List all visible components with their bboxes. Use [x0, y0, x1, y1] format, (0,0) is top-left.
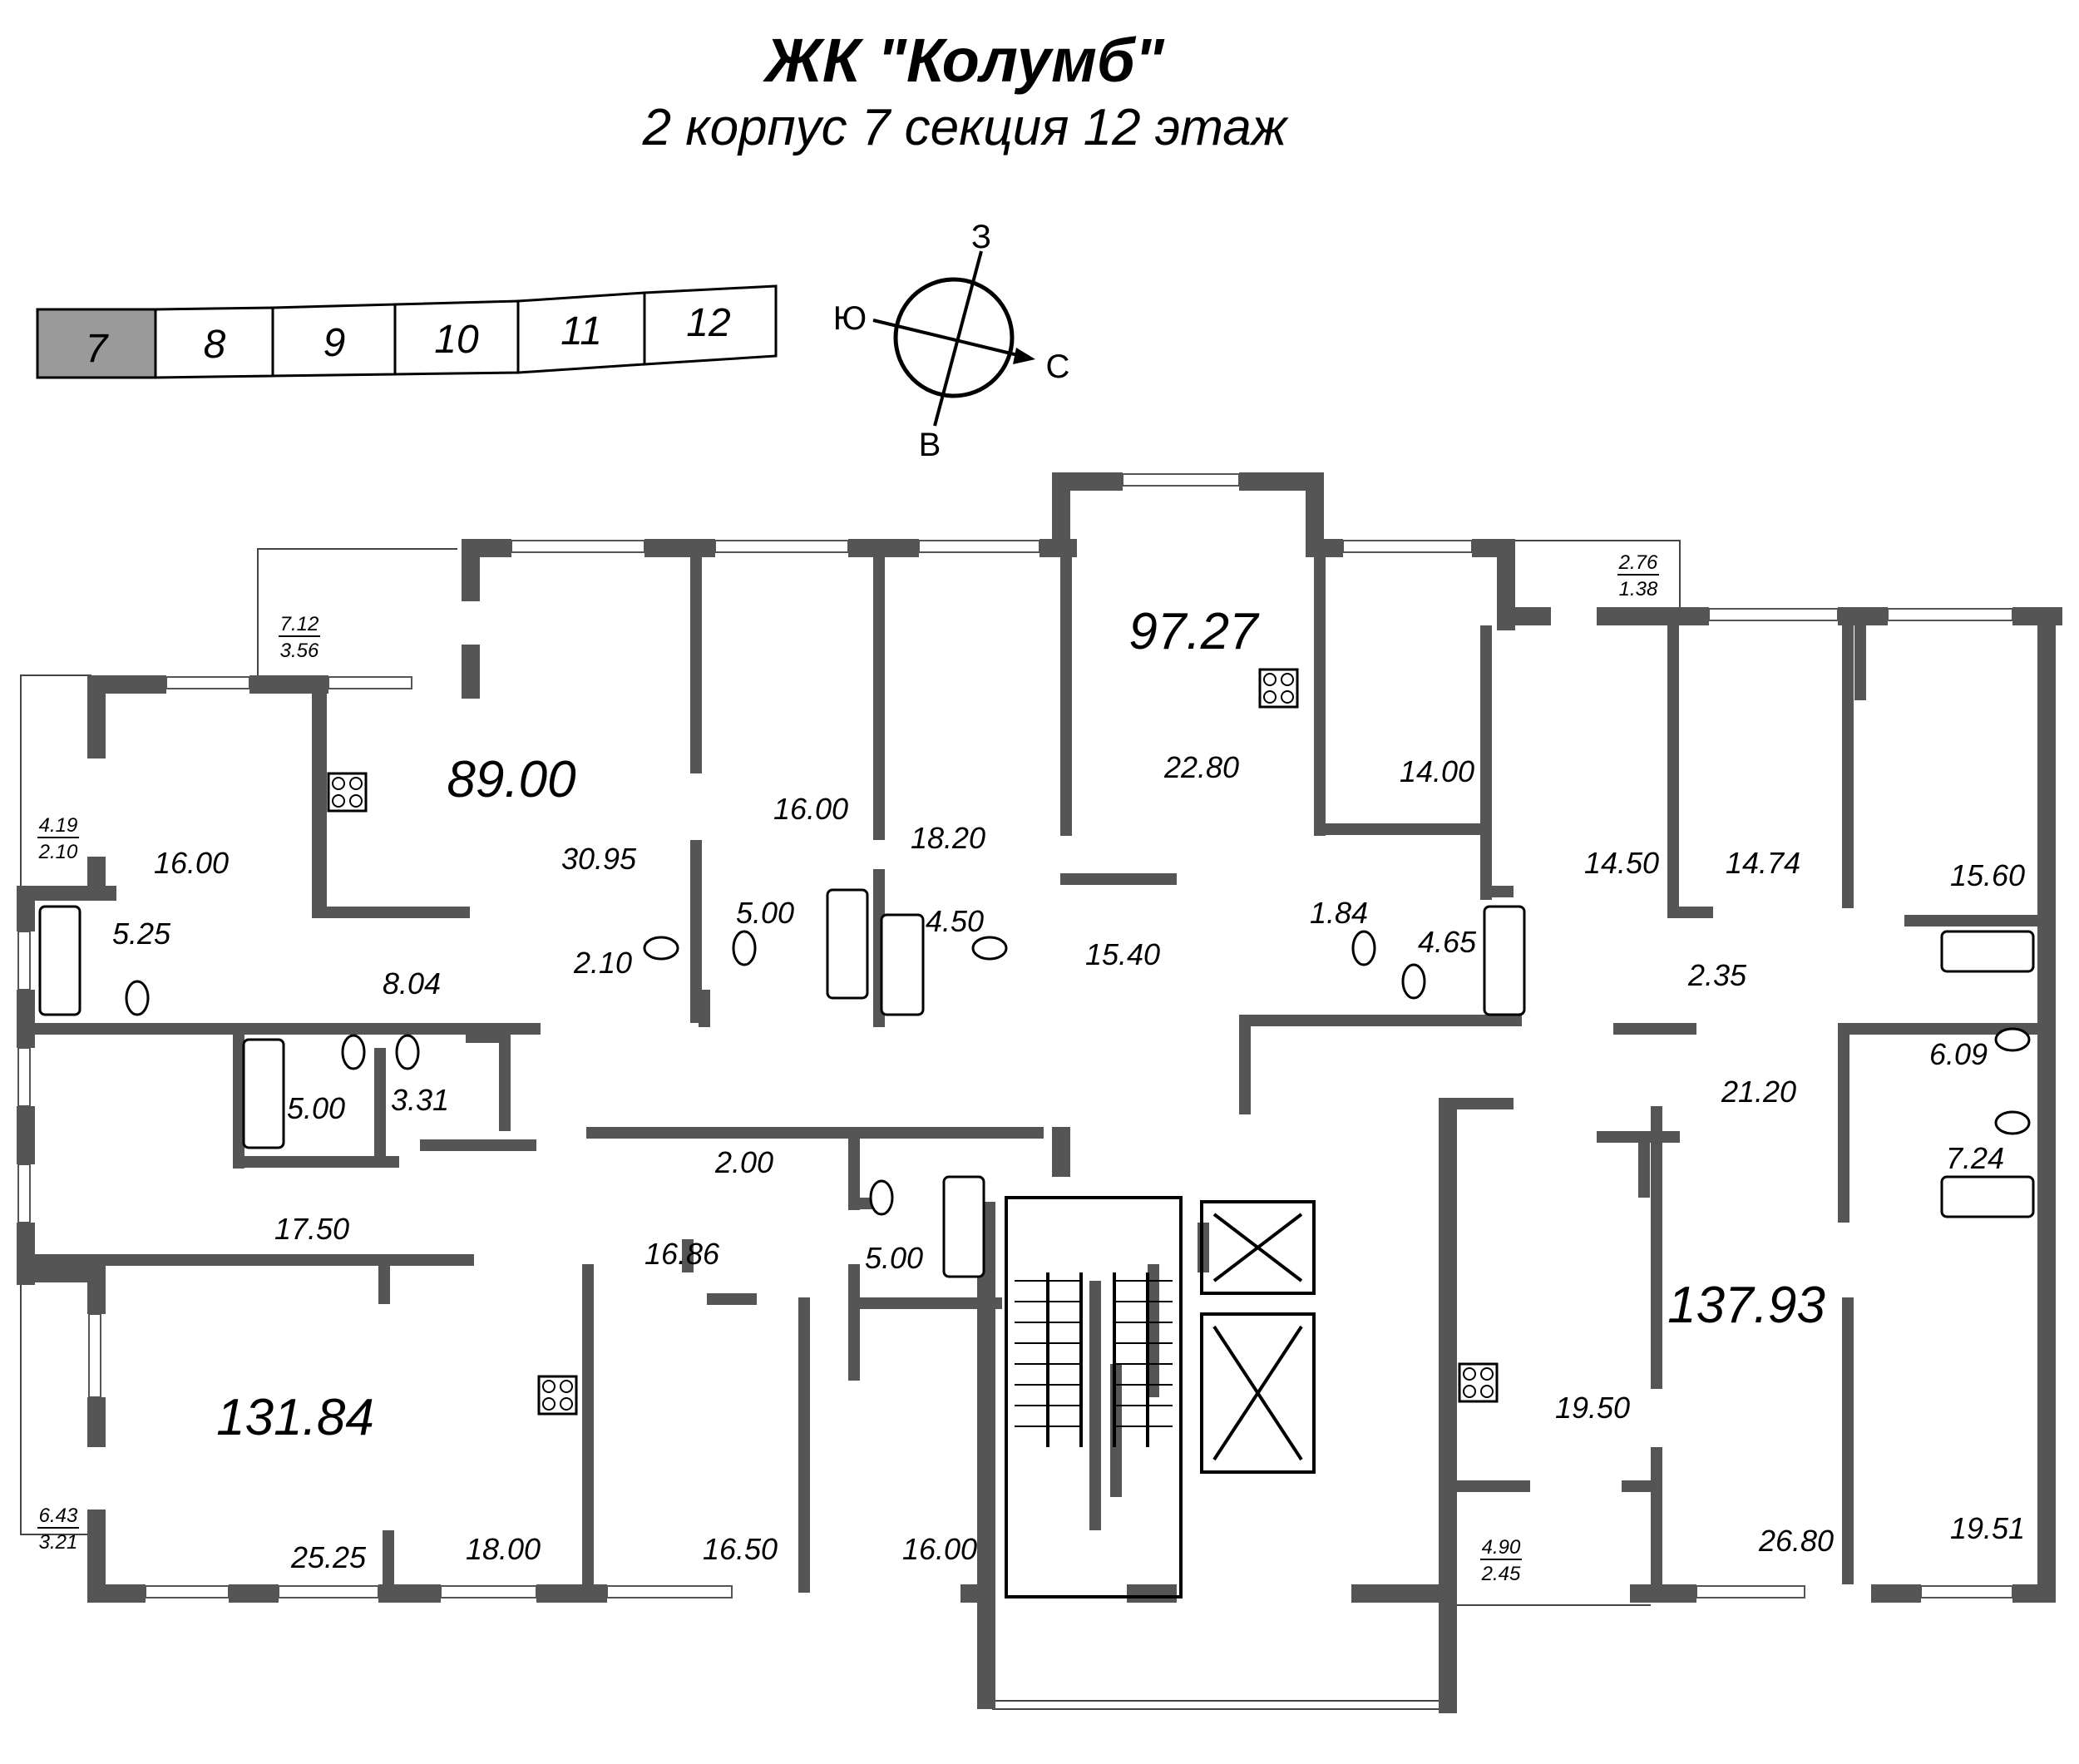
bathtub-icon — [1940, 930, 2035, 973]
bathtub-icon — [1940, 1175, 2035, 1218]
room-area: 1.84 — [1310, 896, 1368, 930]
bathtub-icon — [942, 1175, 985, 1278]
room-area: 4.50 — [926, 904, 984, 938]
balcony-area: 4.90 — [1482, 1536, 1521, 1559]
section-9-label: 9 — [323, 321, 346, 365]
room-area: 15.60 — [1950, 858, 2025, 892]
toilets — [125, 930, 2031, 1216]
walls — [17, 472, 2062, 1713]
room-area: 16.50 — [703, 1532, 778, 1566]
bathtub-icon — [1483, 905, 1526, 1016]
room-area: 2.00 — [714, 1145, 773, 1179]
balcony-area: 3.56 — [280, 640, 319, 662]
stair-steps — [1015, 1280, 1173, 1427]
balcony-area: 7.12 — [280, 613, 319, 635]
balcony-area: 1.38 — [1619, 578, 1658, 600]
section-selector: 7 8 9 10 11 12 — [36, 284, 778, 379]
compass-south: В — [919, 427, 941, 463]
room-area: 22.80 — [1163, 750, 1239, 784]
elevator-small — [1200, 1200, 1316, 1295]
stove-burners — [332, 673, 1494, 1411]
room-area: 4.65 — [1418, 925, 1477, 959]
room-area: 14.74 — [1726, 846, 1800, 880]
room-area: 5.25 — [112, 917, 171, 951]
section-8-label: 8 — [204, 323, 226, 367]
balcony-area: 4.19 — [39, 814, 78, 837]
apartment-total: 131.84 — [216, 1389, 374, 1446]
room-area: 3.31 — [391, 1083, 449, 1117]
section-12-cell[interactable] — [643, 284, 778, 366]
room-area: 26.80 — [1758, 1524, 1834, 1558]
room-area: 19.50 — [1555, 1391, 1630, 1425]
room-area: 2.10 — [573, 946, 632, 980]
apartment-totals: 89.00 97.27 131.84 137.93 — [216, 603, 1825, 1446]
balcony-area: 3.21 — [39, 1531, 78, 1554]
section-7-label: 7 — [86, 327, 110, 371]
bathtub-icon — [826, 888, 869, 1000]
balcony-area: 2.76 — [1618, 551, 1658, 574]
room-area: 25.25 — [290, 1540, 367, 1574]
page-title: ЖК "Колумб" — [765, 26, 1164, 95]
balcony-area: 6.43 — [39, 1505, 78, 1527]
room-areas: 16.00 30.95 16.00 18.20 22.80 14.00 14.5… — [112, 750, 2025, 1574]
balcony-area: 2.45 — [1481, 1563, 1521, 1585]
room-area: 16.86 — [644, 1237, 720, 1271]
apartment-total: 89.00 — [447, 751, 575, 808]
section-7-cell[interactable] — [36, 308, 157, 379]
compass-east: С — [1046, 348, 1070, 385]
room-area: 8.04 — [383, 966, 441, 1001]
room-area: 18.20 — [911, 821, 985, 855]
compass-north: З — [971, 219, 991, 255]
room-area: 16.00 — [154, 846, 229, 880]
bathtub-icon — [38, 905, 81, 1016]
compass-west: Ю — [833, 300, 867, 337]
room-area: 7.24 — [1946, 1141, 2004, 1175]
section-12-label: 12 — [686, 301, 730, 345]
balcony-area: 2.10 — [38, 841, 78, 863]
room-area: 14.50 — [1584, 846, 1659, 880]
room-area: 16.00 — [902, 1532, 977, 1566]
section-11-label: 11 — [560, 309, 602, 353]
room-area: 14.00 — [1400, 754, 1474, 788]
balcony-areas: 7.12 3.56 4.19 2.10 2.76 1.38 6.43 3.21 … — [37, 551, 1659, 1585]
section-10-label: 10 — [434, 318, 479, 362]
room-area: 19.51 — [1950, 1511, 2025, 1545]
apartment-total: 137.93 — [1667, 1277, 1825, 1334]
room-area: 17.50 — [274, 1212, 349, 1246]
room-area: 18.00 — [466, 1532, 541, 1566]
room-area: 21.20 — [1721, 1075, 1796, 1109]
compass-arrow-icon — [1013, 348, 1035, 364]
elevator-large — [1200, 1312, 1316, 1474]
room-area: 30.95 — [561, 842, 637, 876]
room-area: 2.35 — [1687, 958, 1747, 992]
page-subtitle: 2 корпус 7 секция 12 этаж — [642, 99, 1287, 156]
compass: З В Ю С — [833, 219, 1070, 463]
room-area: 16.00 — [773, 792, 848, 826]
room-area: 5.00 — [287, 1091, 345, 1125]
bathtub-icon — [242, 1038, 285, 1149]
windows — [17, 473, 2013, 1598]
bathtub-icon — [880, 913, 925, 1016]
room-area: 15.40 — [1085, 937, 1160, 971]
room-area: 5.00 — [736, 896, 794, 930]
room-area: 6.09 — [1929, 1037, 1988, 1071]
room-area: 5.00 — [865, 1241, 923, 1275]
stairwell — [1005, 1196, 1316, 1598]
apartment-total: 97.27 — [1128, 603, 1260, 660]
